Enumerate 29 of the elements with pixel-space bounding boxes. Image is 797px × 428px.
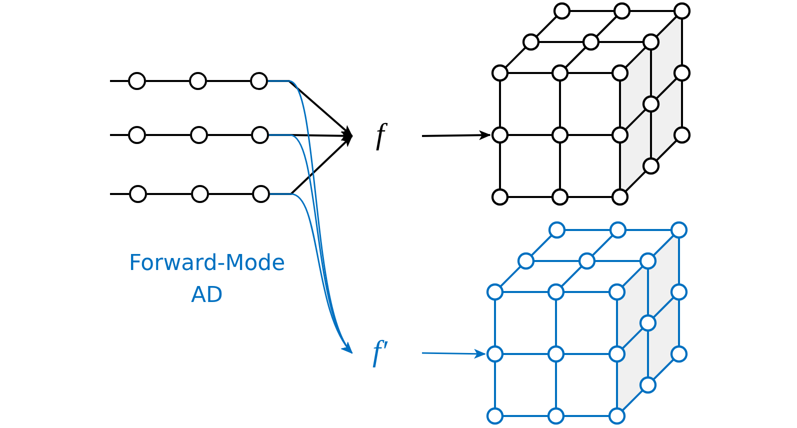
- cube-lattice-drawing: [491, 2, 691, 206]
- circle-node: [189, 72, 207, 90]
- connector-line: [147, 193, 191, 195]
- connector-line: [110, 193, 129, 195]
- circle-node: [128, 72, 146, 90]
- circle-node: [251, 126, 269, 144]
- arrow: [422, 130, 491, 140]
- cube-lattice-drawing: [486, 221, 688, 425]
- method-label: Forward-Mode AD: [128, 250, 286, 310]
- arrow: [268, 80, 353, 137]
- arrow: [422, 348, 486, 359]
- arrow: [270, 193, 353, 354]
- connector-line: [146, 80, 189, 82]
- function-symbol: f: [358, 117, 402, 153]
- arrow: [270, 135, 353, 195]
- circle-node: [252, 185, 270, 203]
- connector-line: [208, 134, 251, 136]
- connector-line: [110, 134, 128, 136]
- connector-line: [209, 193, 252, 195]
- circle-node: [128, 126, 146, 144]
- function-symbol: f′: [358, 334, 402, 370]
- connector-line: [110, 80, 128, 82]
- circle-node: [190, 126, 208, 144]
- circle-node: [250, 72, 268, 90]
- circle-node: [129, 185, 147, 203]
- arrow: [269, 130, 353, 141]
- connector-line: [146, 134, 190, 136]
- connector-line: [207, 80, 250, 82]
- circle-node: [191, 185, 209, 203]
